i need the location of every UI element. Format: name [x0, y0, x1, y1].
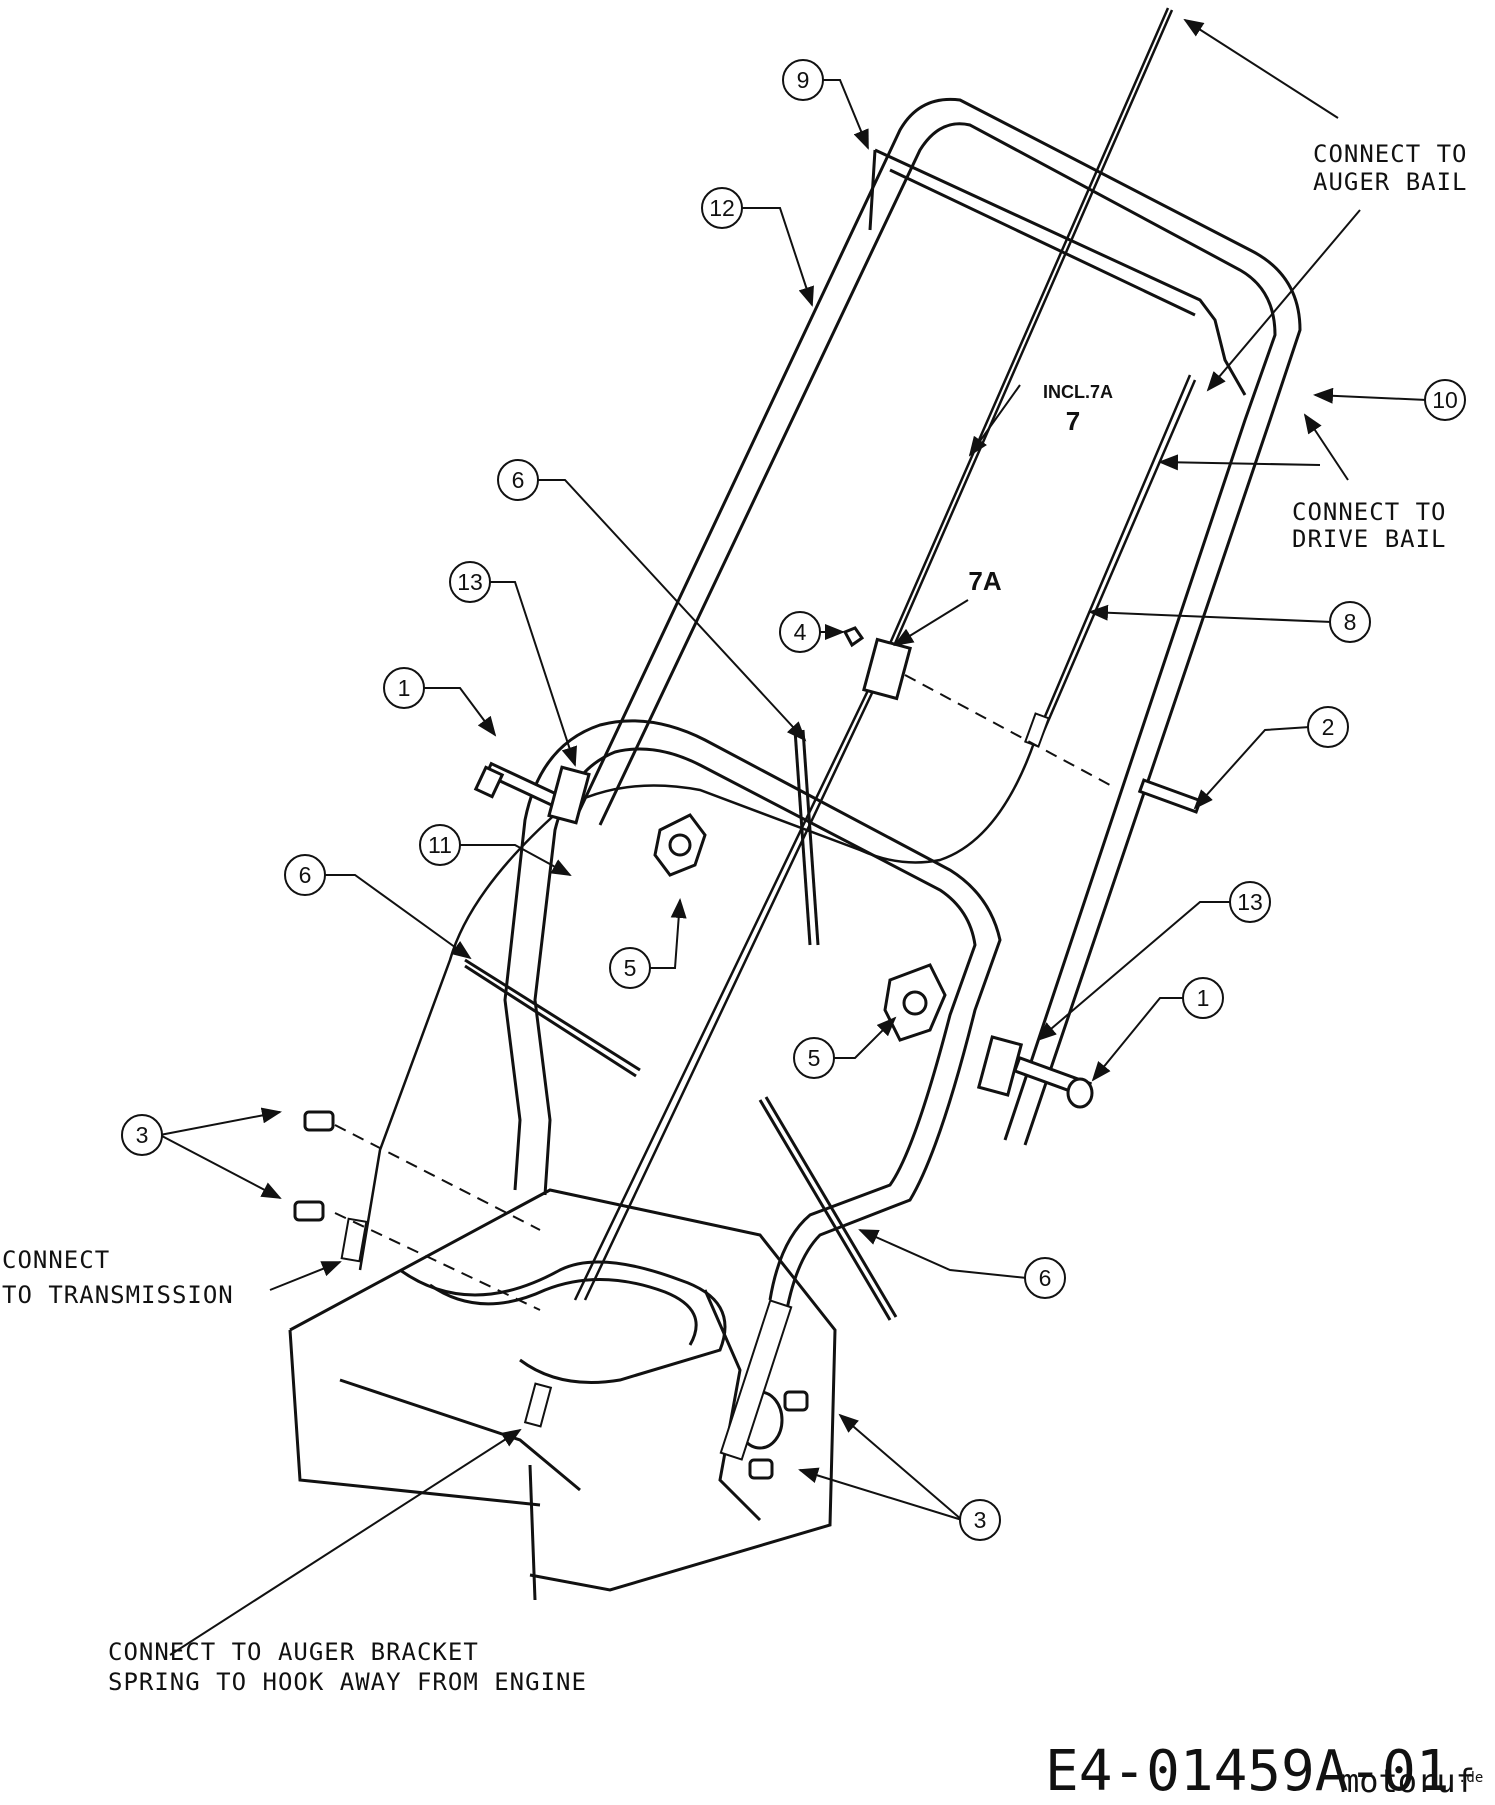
- auger-bracket-spring: [523, 1382, 553, 1428]
- svg-text:10: 10: [1432, 387, 1458, 413]
- callout-11: 11: [419, 824, 461, 866]
- bolt-3-group: [293, 1110, 809, 1480]
- svg-text:3: 3: [136, 1122, 149, 1148]
- svg-text:12: 12: [709, 195, 735, 221]
- bolt-1-left: [473, 761, 566, 811]
- svg-text:1: 1: [398, 675, 411, 701]
- watermark: motoruf: [1340, 1762, 1475, 1800]
- callout-13-left: 13: [449, 561, 491, 603]
- note-drive-bail-2: DRIVE BAIL: [1292, 525, 1447, 553]
- side-bracket: [719, 1299, 793, 1461]
- knob-5-lower: [883, 963, 947, 1042]
- label-7: 7: [1066, 406, 1080, 436]
- upper-handle: [573, 97, 1302, 1146]
- note-auger-bail-1: CONNECT TO: [1313, 140, 1468, 168]
- nut-4: [842, 626, 865, 648]
- note-auger-bail-2: AUGER BAIL: [1313, 168, 1468, 196]
- callout-1-left: 1: [383, 667, 425, 709]
- callout-12: 12: [701, 187, 743, 229]
- callout-3-left: 3: [121, 1114, 163, 1156]
- callout-8: 8: [1329, 601, 1371, 643]
- svg-text:1: 1: [1197, 985, 1210, 1011]
- bracket-13-left: [547, 765, 591, 825]
- callout-1-right: 1: [1182, 977, 1224, 1019]
- bracket-7a: [862, 637, 912, 701]
- svg-text:11: 11: [428, 832, 452, 858]
- svg-text:13: 13: [1237, 889, 1263, 915]
- callout-5-upper: 5: [609, 947, 651, 989]
- note-transmission-2: TO TRANSMISSION: [2, 1281, 234, 1309]
- svg-text:2: 2: [1322, 714, 1335, 740]
- svg-text:5: 5: [808, 1045, 821, 1071]
- callout-5-lower: 5: [793, 1037, 835, 1079]
- note-auger-bracket-1: CONNECT TO AUGER BRACKET: [108, 1638, 479, 1666]
- bolt-1-right: [1012, 1055, 1094, 1109]
- callout-13-right: 13: [1229, 881, 1271, 923]
- callout-9: 9: [782, 59, 824, 101]
- auger-bail: [868, 148, 1247, 396]
- callout-2: 2: [1307, 706, 1349, 748]
- bracket-13-right: [976, 1035, 1024, 1097]
- svg-text:6: 6: [299, 862, 312, 888]
- callout-6-lower: 6: [1024, 1257, 1066, 1299]
- cable-ties: [464, 729, 898, 1321]
- leader-lines: [159, 18, 1428, 1656]
- knob-5-upper: [653, 813, 707, 877]
- callout-3-right: 3: [959, 1499, 1001, 1541]
- svg-text:9: 9: [797, 67, 810, 93]
- label-incl-7a: INCL.7A: [1043, 382, 1113, 402]
- svg-text:6: 6: [1039, 1265, 1052, 1291]
- svg-text:4: 4: [794, 619, 807, 645]
- bolt-2: [1137, 778, 1203, 814]
- callout-6-left: 6: [284, 854, 326, 896]
- svg-text:8: 8: [1344, 609, 1357, 635]
- svg-text:13: 13: [457, 569, 483, 595]
- watermark-suffix: .de: [1458, 1770, 1483, 1786]
- svg-text:6: 6: [512, 467, 525, 493]
- callout-4: 4: [779, 611, 821, 653]
- drive-cable-8: [358, 374, 1197, 1271]
- transmission-spring: [340, 1217, 368, 1263]
- guide-lines: [334, 674, 1111, 1311]
- note-drive-bail-1: CONNECT TO: [1292, 498, 1447, 526]
- part-number: E4-01459A-01: [1045, 1739, 1450, 1800]
- svg-text:3: 3: [974, 1507, 987, 1533]
- note-auger-bracket-2: SPRING TO HOOK AWAY FROM ENGINE: [108, 1668, 587, 1696]
- callout-6-top: 6: [497, 459, 539, 501]
- svg-text:5: 5: [624, 955, 637, 981]
- label-7a: 7A: [968, 566, 1001, 596]
- callout-10: 10: [1424, 379, 1466, 421]
- note-transmission-1: CONNECT: [2, 1246, 110, 1274]
